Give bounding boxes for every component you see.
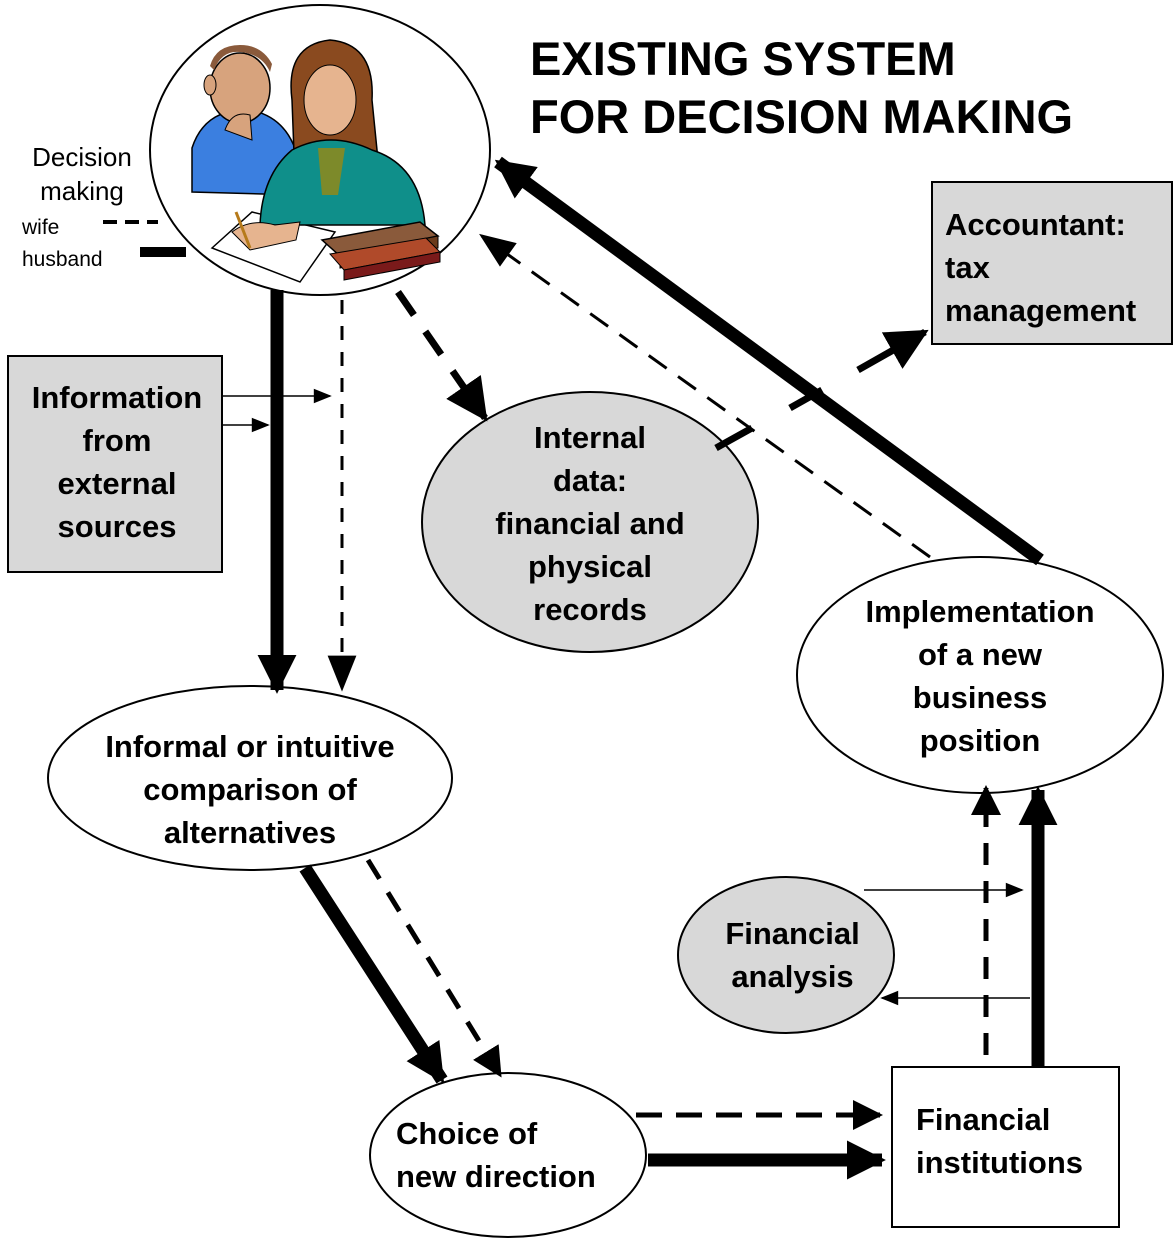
diagram-title: EXISTING SYSTEM FOR DECISION MAKING [530, 30, 1073, 146]
external-info-line-1: Information [31, 380, 203, 415]
accountant-box [931, 181, 1173, 345]
accountant-label: Accountant: tax management [945, 203, 1170, 332]
arrow-internal-to-accountant-c [856, 328, 929, 374]
choice-line-1: Choice of [396, 1116, 538, 1151]
arrow-implementation-to-decision [494, 156, 1044, 566]
decision-makers-node [149, 4, 491, 296]
internal-data-line-3: financial and [495, 506, 685, 541]
comparison-line-2: comparison of [143, 772, 357, 807]
couple-illustration-icon [191, 39, 442, 283]
comparison-line-1: Informal or intuitive [105, 729, 395, 764]
choice-node [369, 1072, 647, 1238]
accountant-line-3: management [945, 293, 1137, 328]
institutions-line-1: Financial [916, 1102, 1051, 1137]
legend-husband-label: husband [22, 248, 103, 271]
internal-data-line-1: Internal [534, 420, 646, 455]
legend-wife-label: wife [22, 216, 60, 239]
arrow-internal-to-accountant-a [714, 424, 754, 452]
financial-analysis-line-2: analysis [731, 959, 854, 994]
external-info-line-3: external [57, 466, 177, 501]
title-line-1: EXISTING SYSTEM [530, 32, 956, 85]
implementation-label: Implementation of a new business positio… [830, 590, 1130, 762]
internal-data-label: Internal data: financial and physical re… [450, 416, 730, 631]
institutions-box [891, 1066, 1120, 1228]
institutions-label: Financial institutions [916, 1098, 1116, 1184]
implementation-line-2: of a new [917, 637, 1042, 672]
comparison-line-3: alternatives [163, 815, 337, 850]
accountant-line-1: Accountant: [945, 207, 1126, 242]
internal-data-line-4: physical [527, 549, 653, 584]
legend-heading: Decision making [22, 140, 142, 208]
external-info-line-2: from [82, 423, 152, 458]
arrow-implementation-to-decision-dashed [479, 233, 931, 559]
legend-heading-line-2: making [40, 176, 124, 206]
title-line-2: FOR DECISION MAKING [530, 90, 1074, 143]
financial-analysis-label: Financial analysis [690, 912, 895, 998]
implementation-line-1: Implementation [865, 594, 1095, 629]
internal-data-line-2: data: [552, 463, 628, 498]
financial-analysis-line-1: Financial [725, 916, 860, 951]
internal-data-line-5: records [533, 592, 647, 627]
accountant-line-2: tax [945, 250, 990, 285]
external-info-label: Information from external sources [10, 376, 224, 548]
legend-heading-line-1: Decision [32, 142, 132, 172]
institutions-line-2: institutions [916, 1145, 1084, 1180]
internal-data-node [421, 391, 759, 653]
choice-line-2: new direction [396, 1159, 596, 1194]
comparison-node [47, 685, 453, 871]
comparison-label: Informal or intuitive comparison of alte… [60, 725, 440, 854]
external-info-line-4: sources [57, 509, 177, 544]
choice-label: Choice of new direction [396, 1112, 636, 1198]
implementation-line-3: business [912, 680, 1048, 715]
arrow-comparison-to-choice [299, 864, 448, 1084]
external-info-box [7, 355, 223, 573]
arrow-comparison-to-choice-dashed [365, 858, 503, 1078]
arrow-decision-to-internal-data [395, 290, 488, 422]
implementation-line-4: position [919, 723, 1041, 758]
financial-analysis-node [677, 876, 895, 1034]
